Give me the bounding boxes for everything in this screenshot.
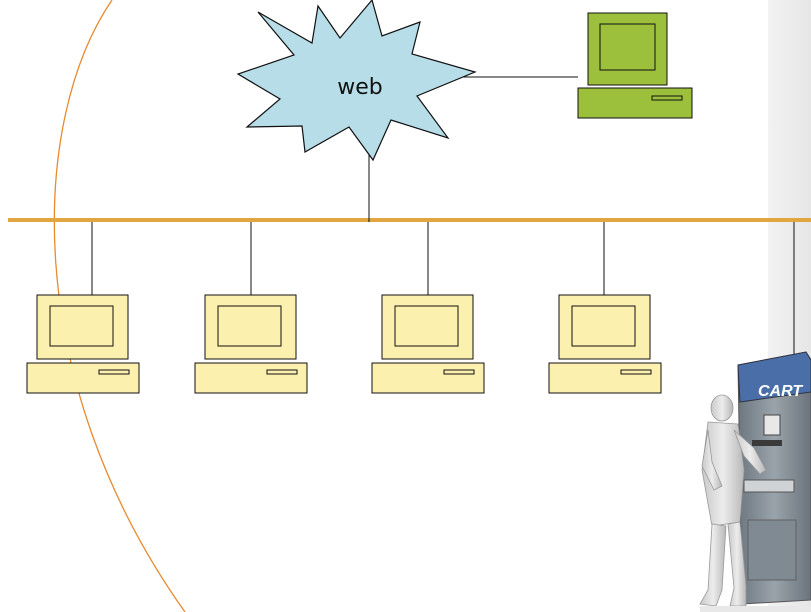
kiosk-label: CART bbox=[758, 383, 803, 400]
remote-computer-icon bbox=[577, 12, 693, 119]
computer-icon bbox=[371, 294, 485, 394]
kiosk-icon: CART bbox=[699, 351, 811, 612]
computer-icon bbox=[548, 294, 662, 394]
lan-computers bbox=[26, 222, 662, 394]
orange-arc bbox=[53, 0, 186, 612]
cloud-label: web bbox=[337, 75, 383, 100]
person-figure bbox=[699, 394, 767, 607]
computer-icon bbox=[26, 294, 140, 394]
cloud-icon: web bbox=[236, 0, 477, 162]
computer-icon bbox=[194, 294, 308, 394]
